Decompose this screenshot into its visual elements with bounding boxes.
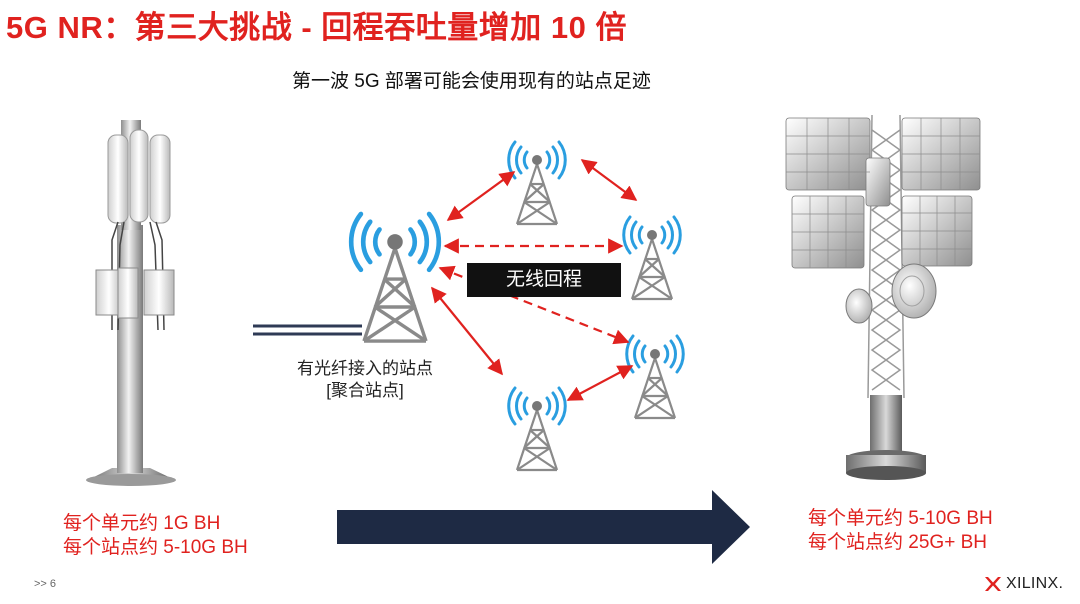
upgrade-arrow (337, 490, 750, 564)
tower-bottom (507, 386, 567, 472)
fiber-site-label-line1: 有光纤接入的站点 (297, 359, 433, 378)
page-number: >> 6 (34, 578, 57, 590)
left-caption: 每个单元约 1G BH 每个站点约 5-10G BH (63, 512, 248, 560)
left-caption-line1: 每个单元约 1G BH (63, 513, 221, 534)
right-caption-line2: 每个站点约 25G+ BH (808, 532, 987, 553)
tower-top (507, 140, 567, 226)
fiber-site-label-line2: [聚合站点] (326, 381, 404, 400)
xilinx-logo: XILINX. (984, 575, 1063, 593)
tower-right-lower (625, 334, 685, 420)
left-cell-pole (86, 120, 176, 486)
xilinx-logo-icon (985, 577, 1001, 591)
xilinx-logo-text: XILINX. (1006, 575, 1064, 592)
backhaul-links (431, 159, 638, 401)
fiber-site-label: 有光纤接入的站点 [聚合站点] (285, 358, 445, 402)
wireless-backhaul-badge: 无线回程 (467, 263, 621, 297)
aggregation-tower (351, 214, 439, 341)
slide-title: 5G NR：第三大挑战 - 回程吞吐量增加 10 倍 (6, 10, 627, 45)
left-caption-line2: 每个站点约 5-10G BH (63, 537, 248, 558)
right-5g-tower (785, 114, 981, 480)
right-caption-line1: 每个单元约 5-10G BH (808, 508, 993, 529)
fiber-lines (253, 324, 362, 336)
right-caption: 每个单元约 5-10G BH 每个站点约 25G+ BH (808, 507, 993, 555)
tower-right-upper (622, 215, 682, 301)
slide-subtitle: 第一波 5G 部署可能会使用现有的站点足迹 (292, 71, 651, 92)
